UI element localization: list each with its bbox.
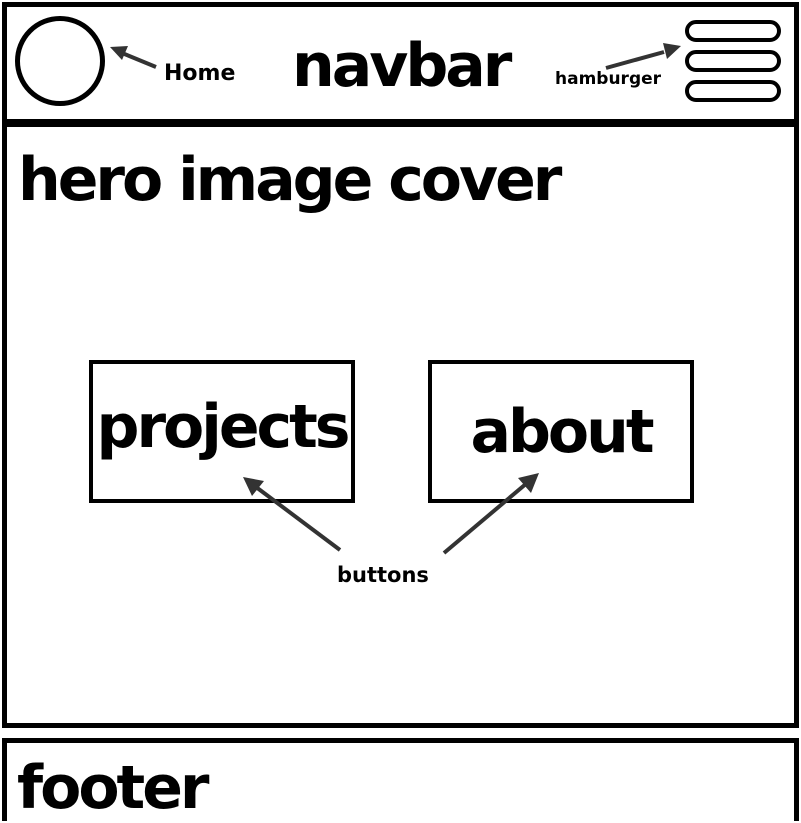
hero-title: hero image cover (18, 145, 562, 215)
footer-title: footer (17, 753, 210, 823)
projects-button[interactable]: projects (89, 360, 355, 503)
hamburger-bar-icon[interactable] (685, 20, 781, 42)
buttons-annotation: buttons (337, 563, 429, 587)
home-circle-icon[interactable] (15, 16, 105, 106)
navbar-title: navbar (292, 31, 512, 101)
home-annotation: Home (164, 61, 236, 86)
hamburger-bar-icon[interactable] (685, 50, 781, 72)
about-button[interactable]: about (428, 360, 694, 503)
footer-frame (2, 738, 799, 821)
hamburger-annotation: hamburger (555, 69, 662, 89)
hamburger-bar-icon[interactable] (685, 80, 781, 102)
